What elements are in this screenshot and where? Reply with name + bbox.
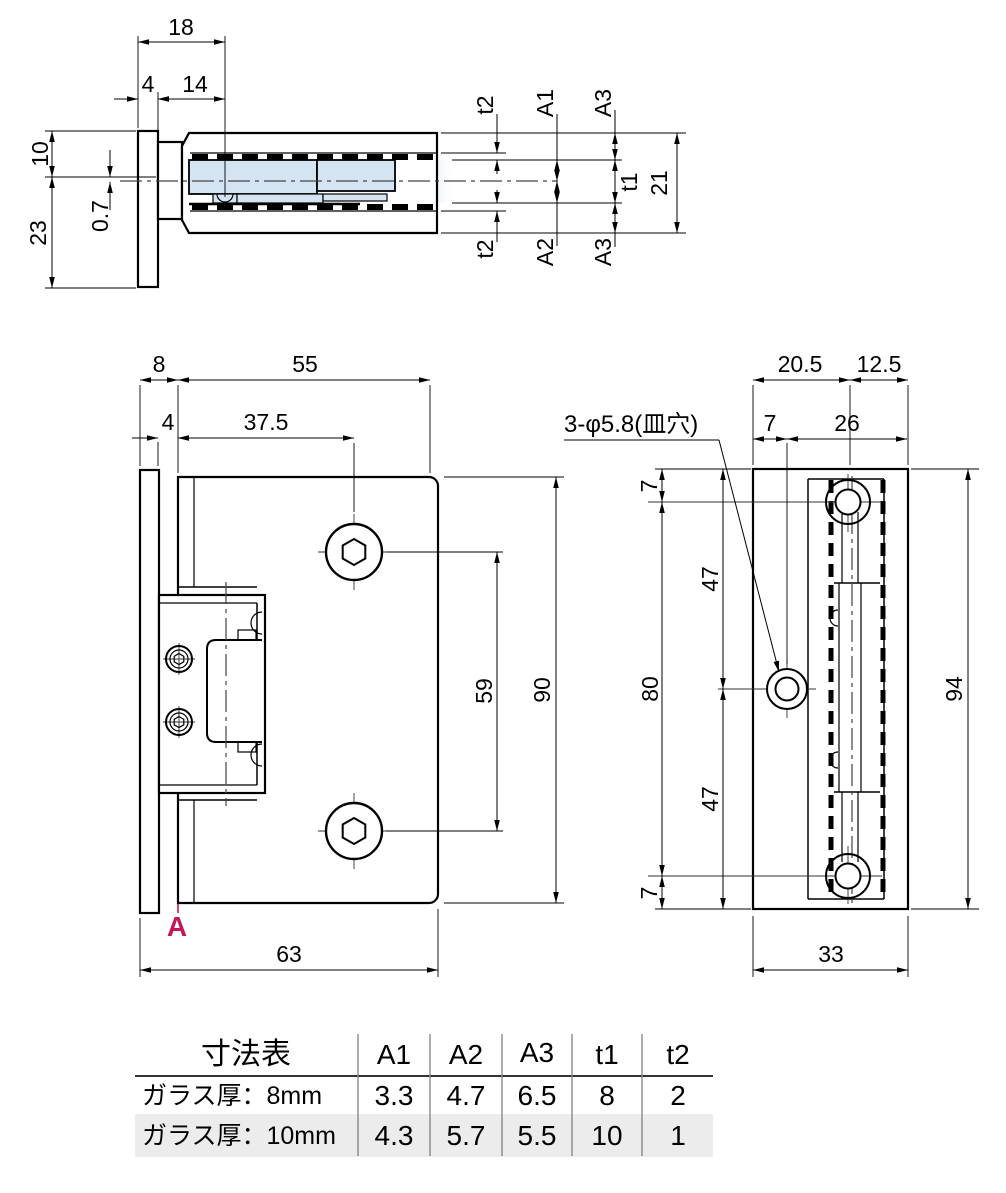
dim-90: 90 (529, 677, 555, 703)
table-cell: 3.3 (375, 1080, 414, 1111)
dim-a2: A2 (532, 238, 558, 266)
pivot-block (206, 639, 262, 743)
table-header-t1: t1 (595, 1039, 618, 1070)
table-cell: 2 (670, 1080, 686, 1111)
dim-a1: A1 (532, 89, 558, 117)
table-cell: 10 (591, 1120, 622, 1151)
hex-socket-icon (341, 816, 367, 846)
dim-4: 4 (142, 71, 155, 97)
table-row-label: ガラス厚：8mm (142, 1082, 322, 1110)
dim-23: 23 (25, 220, 51, 246)
dim-a3-bottom: A3 (590, 238, 616, 266)
table-cell: 8 (599, 1080, 615, 1111)
dim-33: 33 (818, 941, 844, 967)
dim-a3-top: A3 (590, 89, 616, 117)
front-view: A 8 55 4 37.5 59 (132, 351, 564, 977)
wall-plate-front (138, 468, 161, 915)
center-mount-hole (718, 660, 816, 718)
dim-63: 63 (276, 941, 302, 967)
detent-notch-arc (216, 193, 234, 203)
dim-21: 21 (646, 170, 672, 196)
table-cell: 5.7 (447, 1120, 486, 1151)
dim-26: 26 (834, 410, 860, 436)
dim-18: 18 (168, 14, 194, 40)
leader-line (718, 439, 780, 673)
table-row-shading (135, 1114, 713, 1157)
dim-7-bottom: 7 (636, 887, 662, 900)
clamp-block-1 (188, 159, 318, 195)
dim-14: 14 (182, 71, 208, 97)
hole-callout: 3-φ5.8(皿穴) (564, 411, 698, 438)
dim-t2-top: t2 (472, 95, 498, 114)
dim-7-top: 7 (636, 480, 662, 493)
adjust-screw-bottom (163, 706, 195, 738)
clamp-screw-bottom (318, 793, 390, 869)
wall-plate-section (136, 129, 160, 289)
table-cell: 4.7 (447, 1080, 486, 1111)
side-view: 20.5 12.5 7 26 3-φ5.8(皿穴) 7 80 7 47 47 9… (564, 351, 979, 977)
table-header-a3: A3 (520, 1037, 554, 1068)
door-plate-front (176, 475, 440, 905)
table-header-a2: A2 (449, 1039, 483, 1070)
dim-20-5: 20.5 (778, 351, 823, 377)
clamp-block-2 (316, 159, 396, 192)
table-cell: 4.3 (375, 1120, 414, 1151)
hex-socket-icon (341, 537, 367, 567)
dim-8: 8 (153, 351, 166, 377)
table-row-8mm: ガラス厚：8mm 3.3 4.7 6.5 8 2 (142, 1080, 686, 1111)
countersunk-screw-top (648, 474, 882, 532)
side-view-dimensions: 20.5 12.5 7 26 3-φ5.8(皿穴) 7 80 7 47 47 9… (564, 351, 971, 973)
section-label-a: A (167, 911, 187, 942)
dim-47-bottom: 47 (697, 786, 723, 812)
front-view-extension-lines (139, 385, 564, 977)
table-cell: 6.5 (518, 1080, 557, 1111)
dim-0-7: 0.7 (87, 200, 113, 232)
table-column-separators (357, 1034, 643, 1156)
dim-47-top: 47 (697, 566, 723, 592)
dim-t2-bottom: t2 (472, 239, 498, 258)
countersunk-screw-bottom (648, 846, 882, 904)
dim-10: 10 (27, 141, 53, 167)
dim-37-5: 37.5 (244, 409, 289, 435)
side-view-extension-lines (655, 385, 979, 977)
clamp-strip-2 (322, 193, 388, 202)
dim-94: 94 (941, 676, 967, 702)
table-header-a1: A1 (377, 1039, 411, 1070)
table-header-t2: t2 (666, 1039, 689, 1070)
dim-55: 55 (292, 351, 318, 377)
dimension-table: 寸法表 A1 A2 A3 t1 t2 ガラス厚：8mm 3.3 4.7 6.5 … (135, 1034, 713, 1157)
adjust-screw-top (163, 643, 195, 675)
dim-t1: t1 (616, 172, 642, 191)
clamp-screw-top (318, 514, 390, 590)
pivot-tab-top (237, 629, 257, 641)
front-view-dimensions: 8 55 4 37.5 59 90 63 (132, 351, 559, 973)
dim-59: 59 (471, 678, 497, 704)
dim-4-front: 4 (162, 409, 175, 435)
dim-7-hole: 7 (764, 410, 777, 436)
detent-bumps (829, 609, 839, 769)
clamp-strip-1 (236, 193, 324, 204)
table-cell: 5.5 (518, 1120, 557, 1151)
top-view-dimensions: 18 4 14 10 23 0.7 t2 t2 A1 A2 (25, 14, 680, 288)
dim-80: 80 (637, 676, 663, 702)
top-section-view: 18 4 14 10 23 0.7 t2 t2 A1 A2 (25, 14, 686, 289)
table-title: 寸法表 (201, 1038, 291, 1071)
table-row-10mm: ガラス厚：10mm 4.3 5.7 5.5 10 1 (142, 1120, 686, 1151)
pivot-tab-bottom (237, 741, 257, 753)
top-view-extension-lines (45, 36, 686, 289)
dim-12-5: 12.5 (857, 351, 902, 377)
table-cell: 1 (670, 1120, 686, 1151)
table-row-label: ガラス厚：10mm (142, 1122, 336, 1150)
